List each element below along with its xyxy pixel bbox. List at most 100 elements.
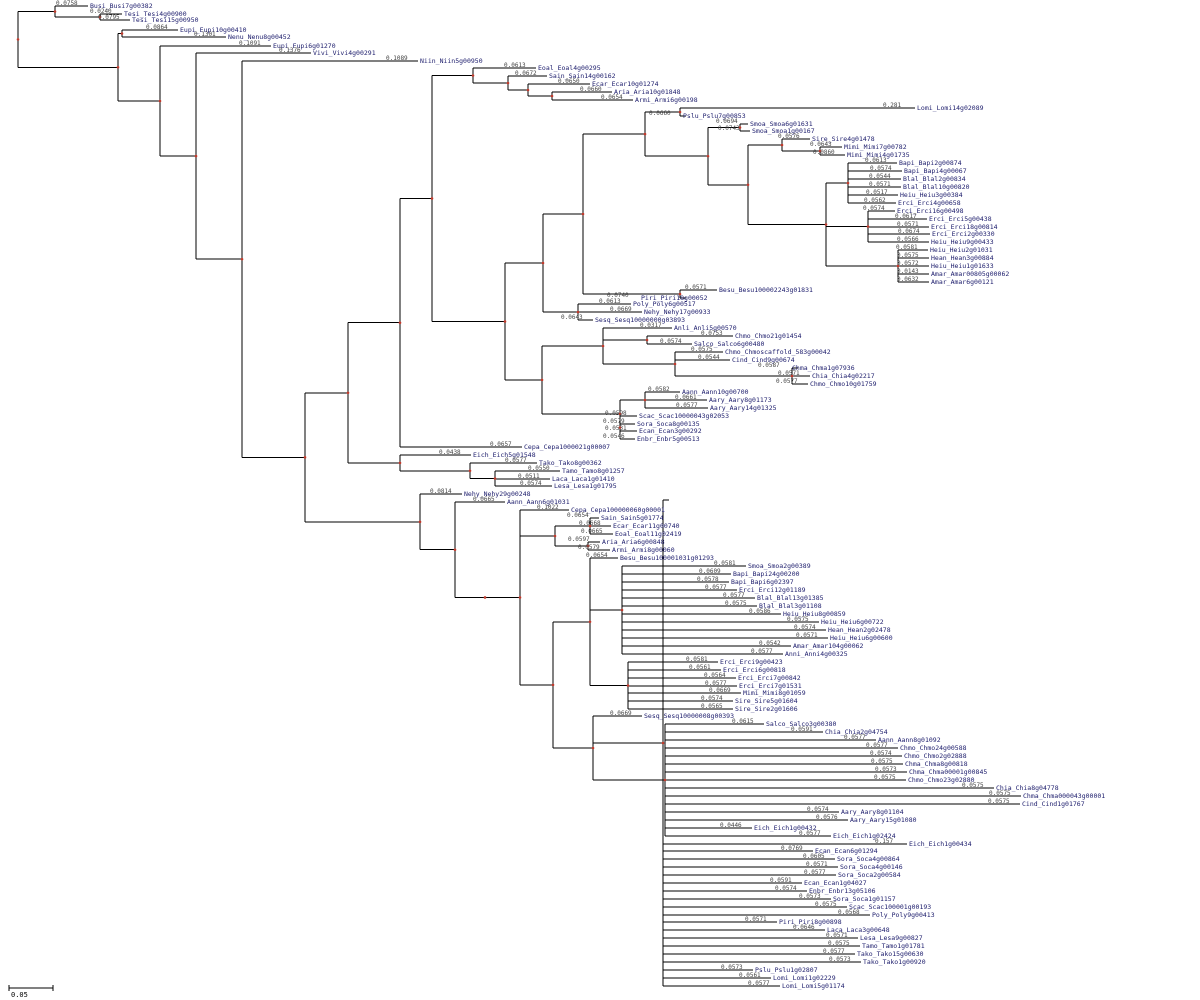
tip-label: Blal_Blal3g01108: [759, 602, 822, 610]
tip-label: Besu_Besu100001031g01293: [620, 554, 714, 562]
tip-label: Laca_Laca1g01410: [552, 475, 615, 483]
branch-length-label: 0.0586: [749, 608, 771, 615]
tip-label: Aary_Aary15g01080: [850, 816, 917, 824]
tip-label: Ecan_Ecan3g00292: [639, 427, 702, 435]
node-marker: [618, 426, 622, 429]
branch-length-label: 0.0575: [787, 616, 809, 623]
node-marker: [240, 257, 244, 261]
tip-label: Chma_Chma00001g00845: [909, 768, 987, 776]
tip-label: Salco_Salco3g00380: [766, 720, 837, 728]
tip-label: Mimi_Mimi8g01059: [743, 689, 806, 697]
tip-label: Eich_Eich5g01548: [473, 451, 536, 459]
node-marker: [468, 469, 472, 473]
branch-length-label: 0.0561: [689, 664, 711, 671]
tip-label: Bapi_Bapi24g00200: [733, 570, 800, 578]
node-marker: [398, 321, 402, 325]
branch-length-label: 0.0571: [869, 181, 891, 188]
node-marker: [550, 94, 554, 98]
branch-length-label: 0.0582: [648, 386, 670, 393]
branch-length-label: 0.0577: [866, 742, 888, 749]
tip-label: Amar_Amar6g00121: [931, 278, 994, 286]
tip-label: Tesi_Tesi4g00900: [124, 10, 187, 18]
tip-label: Piri_Piri18g00052: [641, 294, 708, 302]
tip-label: Ecan_Ecan1g04027: [804, 879, 867, 887]
branch-length-label: 0.0758: [56, 0, 78, 7]
branch-length-label: 0.0665: [473, 496, 495, 503]
branch-length-label: 0.0577: [751, 648, 773, 655]
branch-length-label: 0.0575: [815, 901, 837, 908]
branch-length-label: 0.0597: [568, 536, 590, 543]
tip-label: Smoa_Smoa1g00167: [752, 127, 815, 135]
branch-length-label: 0.0575: [691, 346, 713, 353]
branch-length-label: 0.0674: [898, 228, 920, 235]
node-marker: [430, 197, 434, 200]
tip-label: Chmo_Chmo24g00588: [900, 744, 967, 752]
branch-length-label: 0.1376: [279, 47, 301, 54]
tip-label: Sora_Soca4g00864: [837, 855, 900, 863]
tip-label: Blal_Blal10g00820: [903, 183, 970, 191]
tip-label: Heiu_Heiu8g00859: [783, 610, 846, 618]
branch-length-label: 0.0542: [759, 640, 781, 647]
tip-label: Smoa_Smoa2g00389: [748, 562, 811, 570]
tip-label: Blal_Blal2g00834: [903, 175, 966, 183]
node-marker: [588, 620, 592, 624]
branch-length-label: 0.0657: [490, 441, 512, 448]
tip-label: Blal_Blal13g01385: [757, 594, 824, 602]
tip-label: Chma_Chma1g07936: [792, 364, 855, 372]
branch-length-label: 0.0660: [580, 86, 602, 93]
tip-label: Ecan_Ecan6g01294: [815, 847, 878, 855]
branch-length-label: 0.0571: [897, 221, 919, 228]
branch-length-label: 0.0438: [439, 449, 461, 456]
tip-label: Erci_Erci7g00842: [738, 674, 801, 682]
node-marker: [661, 741, 665, 745]
branch-length-label: 0.0753: [701, 330, 723, 337]
branch-length-label: 0.0573: [829, 956, 851, 963]
branch-length-label: 0.0571: [745, 916, 767, 923]
branch-length-label: 0.0562: [864, 197, 886, 204]
branch-length-label: 0.0672: [515, 70, 537, 77]
tip-label: Nehy_Nehy17g00933: [644, 308, 711, 316]
branch-length-label: 0.0615: [732, 718, 754, 725]
tip-label: Chmo_Chmo23g02880: [908, 776, 975, 784]
node-marker: [551, 683, 555, 687]
tip-label: Lomi_Lomi1g02229: [773, 974, 836, 982]
node-marker: [706, 154, 710, 158]
branch-length-label: 0.0591: [770, 877, 792, 884]
node-marker: [506, 81, 510, 85]
branch-length-label: 0.0669: [610, 306, 632, 313]
branch-length-label: 0.0740: [607, 292, 629, 299]
branch-length-label: 0.0544: [869, 173, 891, 180]
tip-label: Cepa_Cepa100000060g00001: [571, 506, 665, 514]
tip-label: Enbr_Enbr5g00513: [637, 435, 700, 443]
branch-length-label: 0.0575: [828, 940, 850, 947]
node-marker: [780, 143, 784, 147]
tip-label: Nenu_Nenu8g00452: [228, 33, 291, 41]
tip-label: Sora_Soca2g00584: [838, 871, 901, 879]
node-marker: [518, 596, 522, 599]
tip-label: Niin_Niin5g00950: [420, 57, 483, 65]
tip-label: Tako_Tako1g00920: [863, 958, 926, 966]
branch-length-label: 0.0814: [430, 488, 452, 495]
branch-length-label: 0.0573: [799, 893, 821, 900]
branch-length-label: 0.0550: [528, 465, 550, 472]
tip-label: Hean_Hean2g02478: [828, 626, 891, 634]
node-marker: [896, 264, 900, 268]
branch-length-label: 0.0571: [796, 632, 818, 639]
branch-length-label: 0.0574: [863, 205, 885, 212]
tip-label: Aary_Aary8g01104: [841, 808, 904, 816]
node-marker: [453, 548, 457, 552]
tip-label: Sesq_Sesq10000000g03893: [595, 316, 685, 324]
tip-label: Tako_Tako15g00630: [857, 950, 924, 958]
branch-length-label: 0.0661: [675, 394, 697, 401]
tip-label: Chia_Chia2g04754: [825, 728, 888, 736]
branch-length-label: 0.0575: [989, 790, 1011, 797]
tip-label: Tamo_Tamo8g01257: [562, 467, 625, 475]
tree-labels: Busi_Busi7g003820.0758Tesi_Tesi4g009000.…: [56, 0, 1105, 990]
tip-label: Cind_Cind1g01767: [1022, 800, 1085, 808]
branch-length-label: 0.0571: [778, 370, 800, 377]
tip-label: Sire_Sire5g01604: [735, 697, 798, 705]
node-marker: [643, 398, 647, 402]
node-marker: [540, 378, 544, 382]
tip-label: Heiu_Heiu2g01031: [930, 246, 993, 254]
tip-label: Heiu_Heiu3g00384: [900, 191, 963, 199]
